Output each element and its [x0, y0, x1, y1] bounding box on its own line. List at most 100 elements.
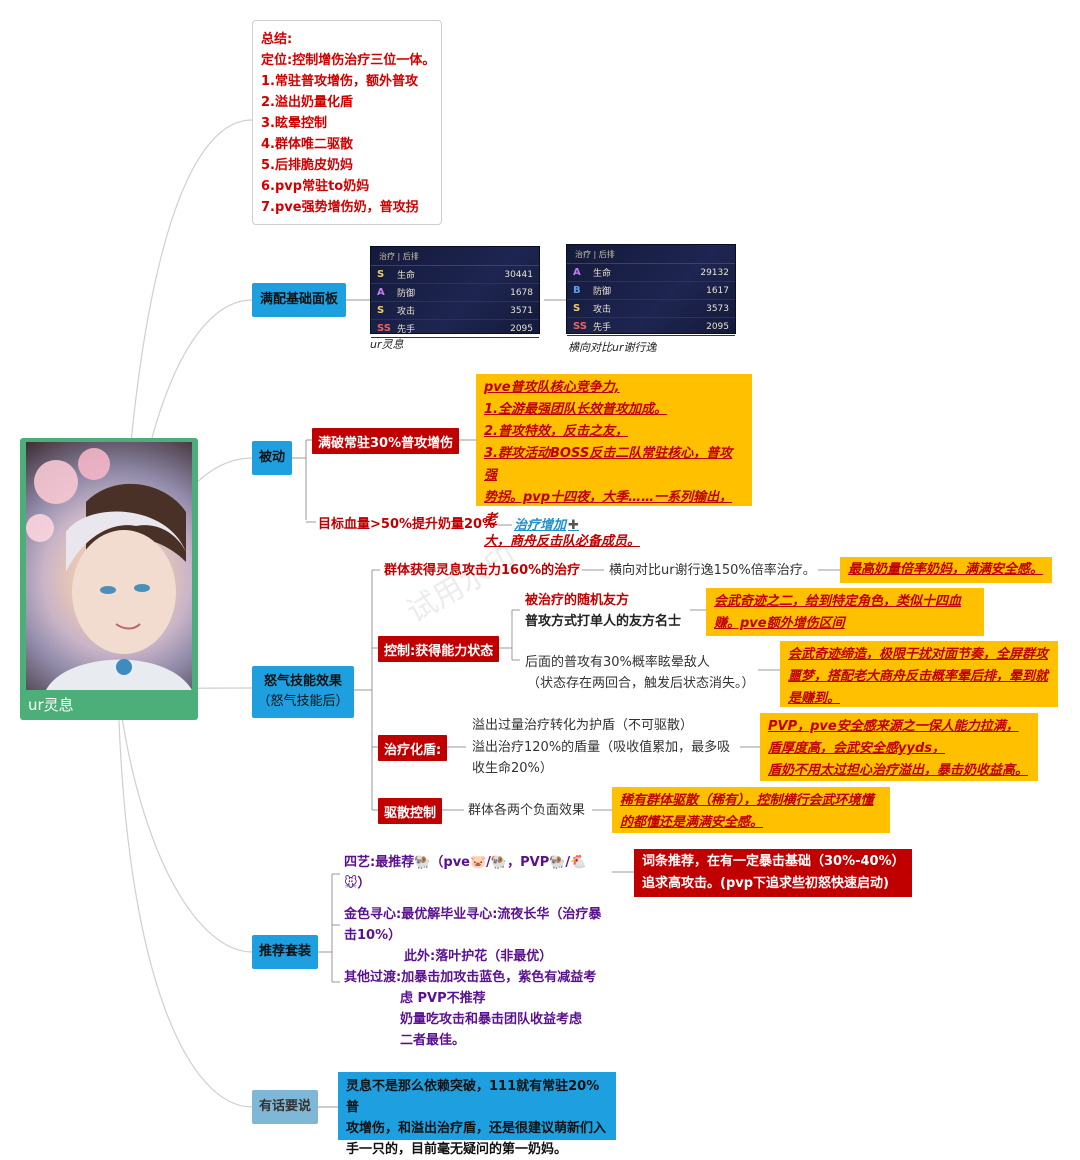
- dispel-note-line: 的都懂还是满满安全感。: [620, 812, 882, 834]
- rage-node-label-2: （怒气技能后）: [257, 692, 348, 712]
- gear-four-art: 四艺:最推荐🐏（pve🐷/🐏，PVP🐏/🐔🐭）: [344, 852, 612, 894]
- shield-note-line: 盾厚度高，会武安全感yyds，: [768, 738, 1030, 760]
- gear-four-art-note: 词条推荐，在有一定暴击基础（30%-40%）追求高攻击。(pvp下追求些初怒快速…: [634, 849, 912, 897]
- gear-node[interactable]: 推荐套装: [252, 935, 318, 969]
- passive-note-line: 1.全游最强团队长效普攻加成。: [484, 399, 744, 421]
- rage-heal-item[interactable]: 群体获得灵息攻击力160%的治疗: [384, 560, 580, 581]
- stat-name: 攻击: [593, 302, 689, 315]
- heal-increase-link[interactable]: 治疗增加✚: [514, 515, 579, 536]
- remarks-line: 攻增伤，和溢出治疗盾，还是很建议萌新们入: [346, 1118, 608, 1139]
- target-note-line: 赚。pve额外增伤区间: [714, 613, 976, 635]
- panel-node-label: 满配基础面板: [260, 290, 338, 310]
- gold-line: 金色寻心:最优解毕业寻心:流夜长华（治疗暴: [344, 904, 612, 925]
- plus-icon: ✚: [568, 518, 579, 533]
- dispel-note: 稀有群体驱散（稀有），控制横行会武环境懂的都懂还是满满安全感。: [612, 787, 890, 833]
- remarks-node[interactable]: 有话要说: [252, 1090, 318, 1124]
- stat-value: 3571: [493, 306, 533, 316]
- passive-note-line: 2.普攻特效，反击之友，: [484, 421, 744, 443]
- stat-caption-xiexingyi: 横向对比ur谢行逸: [568, 339, 657, 355]
- stat-value: 3573: [689, 304, 729, 314]
- four-art-note-line: 词条推荐，在有一定暴击基础（30%-40%）: [642, 851, 904, 873]
- stat-panel-header: 治疗 | 后排: [575, 249, 615, 260]
- summary-line: 7.pve强势增伤奶，普攻拐: [261, 197, 433, 218]
- stat-grade: A: [377, 287, 397, 298]
- character-portrait: [26, 442, 192, 690]
- passive-attack-note: pve普攻队核心竞争力,1.全游最强团队长效普攻加成。2.普攻特效，反击之友，3…: [476, 374, 752, 506]
- rage-heal-compare: 横向对比ur谢行逸150%倍率治疗。: [609, 560, 816, 581]
- gear-node-label: 推荐套装: [259, 942, 311, 962]
- stun-note-line: 会武奇迹缔造，极限干扰对面节奏，全屏群攻: [788, 644, 1050, 666]
- heal-increase-link-text: 治疗增加: [514, 518, 566, 533]
- gear-gold-alt: 此外:落叶护花（非最优）: [404, 946, 552, 967]
- stat-grade: S: [573, 303, 593, 314]
- control-target-note: 会武奇迹之二，给到特定角色，类似十四血赚。pve额外增伤区间: [706, 588, 984, 636]
- remarks-box: 灵息不是那么依赖突破，111就有常驻20%普攻增伤，和溢出治疗盾，还是很建议萌新…: [338, 1072, 616, 1140]
- gear-other: 其他过渡:加暴击加攻击蓝色，紫色有减益考虑 PVP不推荐奶量吃攻击和暴击团队收益…: [344, 967, 614, 1051]
- dispel-text: 群体各两个负面效果: [468, 800, 585, 821]
- stat-value: 1617: [689, 286, 729, 296]
- stat-row: A生命29132: [567, 264, 735, 282]
- passive-item-heal-boost[interactable]: 目标血量>50%提升奶量20%: [318, 514, 495, 535]
- stun-note-line: 噩梦，搭配老大商舟反击概率晕后排，晕到就: [788, 666, 1050, 688]
- stat-panel-header: 治疗 | 后排: [379, 251, 419, 262]
- summary-line: 总结:: [261, 29, 433, 50]
- shield-line-2: 溢出治疗120%的盾量（吸收值累加，最多吸: [472, 737, 730, 758]
- other-line: 二者最佳。: [344, 1030, 614, 1051]
- shield-line-3: 收生命20%）: [472, 758, 553, 779]
- passive-node[interactable]: 被动: [252, 441, 292, 475]
- summary-line: 4.群体唯二驱散: [261, 134, 433, 155]
- passive-note-line: 3.群攻活动BOSS反击二队常驻核心，普攻强: [484, 443, 744, 487]
- stat-name: 攻击: [397, 304, 493, 317]
- stat-name: 防御: [397, 286, 493, 299]
- stat-value: 29132: [689, 268, 729, 278]
- remarks-line: 灵息不是那么依赖突破，111就有常驻20%普: [346, 1076, 608, 1118]
- stat-value: 30441: [493, 270, 533, 280]
- passive-node-label: 被动: [259, 448, 285, 468]
- dispel-node[interactable]: 驱散控制: [378, 798, 442, 824]
- stat-name: 生命: [593, 266, 689, 279]
- control-stun-2: （状态存在两回合，触发后状态消失。）: [527, 673, 755, 694]
- summary-line: 5.后排脆皮奶妈: [261, 155, 433, 176]
- passive-note-line: pve普攻队核心竞争力,: [484, 377, 744, 399]
- shield-note-line: 盾奶不用太过担心治疗溢出，暴击奶收益高。: [768, 760, 1030, 782]
- gold-line: 击10%）: [344, 925, 612, 946]
- stat-grade: B: [573, 285, 593, 296]
- stat-caption-lingxi: ur灵息: [370, 336, 404, 352]
- other-line: 奶量吃攻击和暴击团队收益考虑: [344, 1009, 614, 1030]
- summary-line: 2.溢出奶量化盾: [261, 92, 433, 113]
- target-note-line: 会武奇迹之二，给到特定角色，类似十四血: [714, 591, 976, 613]
- stat-grade: SS: [573, 321, 593, 332]
- stat-value: 2095: [493, 324, 533, 334]
- panel-node[interactable]: 满配基础面板: [252, 283, 346, 317]
- other-line: 其他过渡:加暴击加攻击蓝色，紫色有减益考: [344, 967, 614, 988]
- stat-name: 生命: [397, 268, 493, 281]
- rage-heal-note: 最高奶量倍率奶妈，满满安全感。: [840, 557, 1052, 583]
- control-node[interactable]: 控制:获得能力状态: [378, 636, 499, 662]
- passive-item-attack-buff[interactable]: 满破常驻30%普攻增伤: [312, 428, 459, 454]
- stat-name: 先手: [593, 320, 689, 333]
- stat-grade: S: [377, 269, 397, 280]
- stun-note-line: 是赚到。: [788, 688, 1050, 710]
- gear-gold: 金色寻心:最优解毕业寻心:流夜长华（治疗暴击10%）: [344, 904, 612, 946]
- stat-grade: S: [377, 305, 397, 316]
- control-stun-note: 会武奇迹缔造，极限干扰对面节奏，全屏群攻噩梦，搭配老大商舟反击概率晕后排，晕到就…: [780, 641, 1058, 707]
- four-art-line: 四艺:最推荐🐏（pve🐷/🐏，PVP🐏/🐔: [344, 852, 612, 873]
- summary-line: 3.眩晕控制: [261, 113, 433, 134]
- shield-line-1: 溢出过量治疗转化为护盾（不可驱散）: [472, 715, 693, 736]
- shield-node[interactable]: 治疗化盾:: [378, 735, 447, 761]
- root-node[interactable]: ur灵息: [20, 438, 198, 720]
- stat-value: 2095: [689, 322, 729, 332]
- control-stun-1: 后面的普攻有30%概率眩晕敌人: [525, 652, 710, 673]
- stat-value: 1678: [493, 288, 533, 298]
- rage-skill-node[interactable]: 怒气技能效果 （怒气技能后）: [252, 666, 354, 718]
- stat-name: 防御: [593, 284, 689, 297]
- dispel-note-line: 稀有群体驱散（稀有），控制横行会武环境懂: [620, 790, 882, 812]
